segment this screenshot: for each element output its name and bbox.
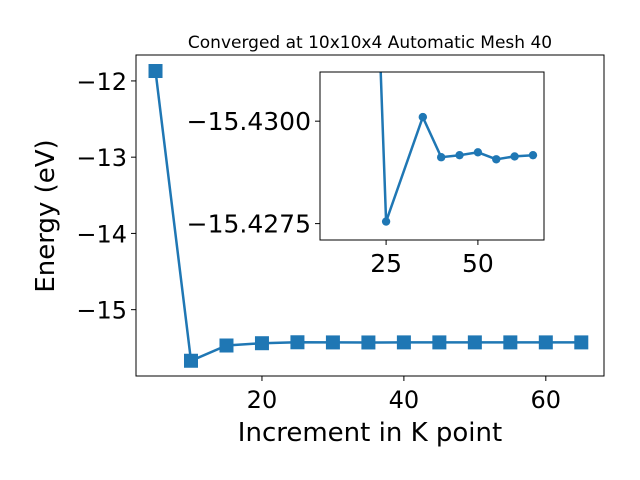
data-point <box>574 335 589 350</box>
data-point <box>455 150 464 160</box>
data-point <box>538 335 553 350</box>
data-point <box>290 335 305 350</box>
data-point <box>492 155 501 164</box>
data-point <box>183 353 198 368</box>
data-point <box>396 335 411 350</box>
data-point <box>467 335 482 350</box>
data-point <box>418 112 428 122</box>
chart-title: Converged at 10x10x4 Automatic Mesh 40 <box>188 33 552 53</box>
x-tick-label: 40 <box>389 386 420 414</box>
data-point <box>254 336 269 351</box>
data-point <box>436 153 446 162</box>
data-point <box>432 335 447 350</box>
data-point <box>325 335 340 350</box>
y-tick-label: −14 <box>76 220 127 248</box>
y-tick-label: −15.4275 <box>187 210 311 239</box>
inset-plot: 25 50 −15.4300 −15.4275 <box>187 71 545 278</box>
data-group <box>379 72 538 226</box>
axes-frame <box>319 71 545 241</box>
x-tick-label: 25 <box>370 249 402 278</box>
data-point <box>361 335 376 350</box>
y-axis-label: Energy (eV) <box>31 139 61 292</box>
x-tick-label: 50 <box>462 249 494 278</box>
data-point <box>528 150 538 160</box>
data-point <box>219 338 234 353</box>
data-point <box>510 152 519 161</box>
data-point <box>148 64 163 79</box>
x-tick-label: 60 <box>531 386 562 414</box>
data-point <box>503 335 518 350</box>
axes-frame <box>135 54 605 377</box>
data-point <box>473 148 483 157</box>
y-tick-label: −12 <box>76 68 127 96</box>
y-tick-label: −15 <box>76 297 127 325</box>
plot-background <box>320 72 544 240</box>
data-point <box>381 217 391 226</box>
y-tick-label: −13 <box>76 144 127 172</box>
x-tick-label: 20 <box>247 386 278 414</box>
x-axis-label: Increment in K point <box>238 418 502 448</box>
y-tick-label: −15.4300 <box>187 107 311 136</box>
data-group <box>148 64 589 368</box>
